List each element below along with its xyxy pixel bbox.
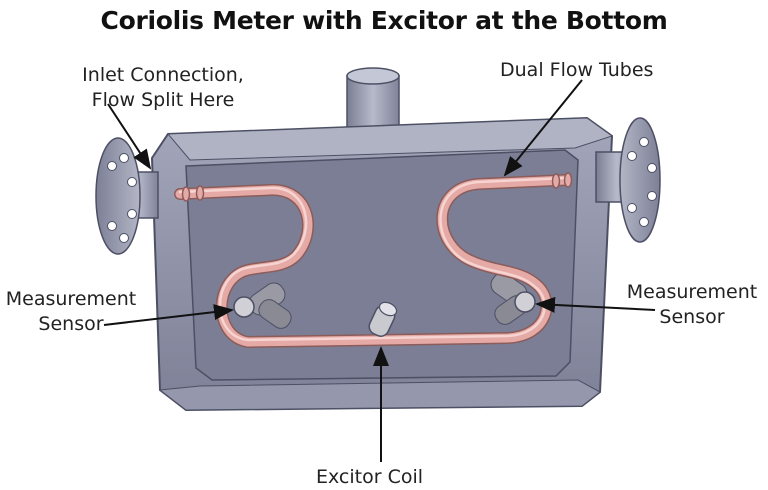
dual-flow-tubes bbox=[174, 172, 573, 348]
label-inlet-line2: Flow Split Here bbox=[91, 89, 235, 111]
excitor-coil bbox=[368, 301, 398, 337]
label-sensor-right-line2: Sensor bbox=[659, 306, 725, 328]
label-sensor-right-line1: Measurement bbox=[626, 281, 758, 303]
outlet-flange bbox=[595, 117, 661, 243]
label-sensor-left-line2: Sensor bbox=[38, 313, 104, 335]
label-inlet-line1: Inlet Connection, bbox=[82, 64, 244, 86]
inlet-flange bbox=[95, 137, 159, 255]
arrow-dual-tubes bbox=[503, 79, 583, 177]
arrow-sensor-left bbox=[103, 304, 234, 326]
label-excitor-coil-text: Excitor Coil bbox=[316, 466, 424, 488]
diagram-title: Coriolis Meter with Excitor at the Botto… bbox=[100, 6, 668, 35]
measurement-sensor-right bbox=[514, 291, 536, 313]
label-measurement-sensor-right: Measurement Sensor bbox=[622, 280, 762, 330]
measurement-sensor-left bbox=[233, 296, 255, 318]
label-excitor-coil: Excitor Coil bbox=[316, 465, 423, 490]
arrow-sensor-right bbox=[535, 296, 656, 313]
label-measurement-sensor-left: Measurement Sensor bbox=[0, 287, 142, 337]
label-dual-flow-tubes: Dual Flow Tubes bbox=[500, 58, 653, 83]
callout-arrows bbox=[103, 79, 656, 462]
label-sensor-left-line1: Measurement bbox=[5, 288, 137, 310]
arrow-inlet bbox=[107, 103, 152, 170]
label-dual-flow-tubes-text: Dual Flow Tubes bbox=[500, 59, 654, 81]
label-inlet-connection: Inlet Connection, Flow Split Here bbox=[73, 63, 253, 113]
